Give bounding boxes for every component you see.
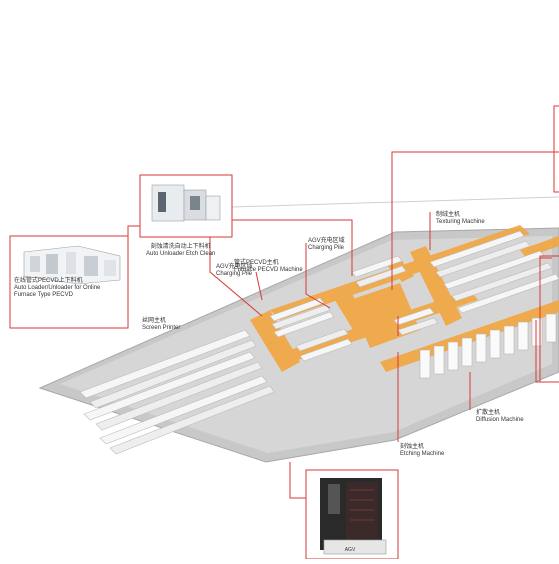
label-charging-left: AGV充电区域 Charging Pile: [216, 264, 253, 278]
divider-line: [231, 196, 559, 208]
etching-en: Etching Machine: [400, 451, 445, 457]
furnace-zh: 管式PECVD主机: [234, 260, 279, 266]
offscreen-card-right: [539, 255, 559, 383]
texturing-zh: 制绒主机: [436, 212, 461, 218]
agv-robot-illustration: [320, 478, 387, 555]
screen-printer-zh: 丝网主机: [142, 318, 167, 324]
diffusion-furnaces: [419, 313, 557, 379]
charging-left-zh: AGV充电区域: [216, 264, 253, 270]
label-screen-printer: 丝网主机 Screen Printer: [142, 318, 180, 332]
label-diffusion: 扩散主机 Diffusion Machine: [476, 410, 524, 424]
online-pecvd-en2: Furnace Type PECVD: [14, 292, 73, 298]
etch-clean-machine-illustration: [151, 184, 221, 222]
online-pecvd-zh: 在线管式PECVD上下料机: [14, 278, 83, 284]
label-texturing: 制绒主机 Texturing Machine: [436, 212, 485, 226]
machine-rows: [79, 230, 559, 455]
etch-clean-en: Auto Unloader Etch Clean: [146, 251, 216, 257]
furnace-en: Furnace PECVD Machine: [234, 267, 303, 273]
etch-clean-caption: 刻蚀清洗自动上下料机 Auto Unloader Etch Clean: [146, 244, 215, 258]
screen-printer-en: Screen Printer: [142, 325, 181, 331]
charging-top-en: Charging Pile: [308, 245, 345, 251]
etch-clean-zh: 刻蚀清洗自动上下料机: [150, 244, 211, 250]
diffusion-zh: 扩散主机: [476, 410, 501, 416]
pecvd-loader-illustration: [23, 245, 121, 285]
charging-left-en: Charging Pile: [216, 271, 253, 277]
online-pecvd-en1: Auto Loader/Unloader for Online: [14, 285, 101, 291]
charging-top-zh: AGV充电区域: [308, 238, 345, 244]
etching-zh: 刻蚀主机: [400, 444, 425, 450]
offscreen-card-top: [553, 105, 559, 193]
texturing-en: Texturing Machine: [436, 219, 485, 225]
label-charging-top: AGV充电区域 Charging Pile: [308, 238, 345, 252]
label-furnace-pecvd: 管式PECVD主机 Furnace PECVD Machine: [234, 260, 303, 274]
label-etching: 刻蚀主机 Etching Machine: [400, 444, 444, 458]
online-pecvd-caption: 在线管式PECVD上下料机 Auto Loader/Unloader for O…: [14, 278, 100, 299]
diffusion-en: Diffusion Machine: [476, 417, 524, 423]
agv-badge: AGV: [345, 547, 356, 553]
